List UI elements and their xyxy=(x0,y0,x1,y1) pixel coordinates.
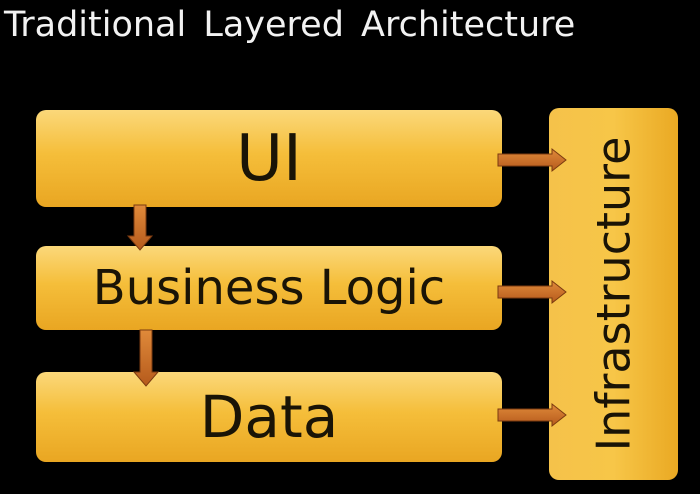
business-logic-layer-label: Business Logic xyxy=(92,260,446,316)
ui-layer-label: UI xyxy=(236,121,302,196)
arrow-ui-to-infrastructure xyxy=(497,147,567,173)
business-logic-layer-box: Business Logic xyxy=(36,246,502,330)
diagram-title: Traditional Layered Architecture xyxy=(4,5,576,45)
arrow-business-logic-to-infrastructure xyxy=(497,279,567,305)
arrow-data-to-infrastructure xyxy=(497,402,567,428)
data-layer-label: Data xyxy=(199,383,339,451)
infrastructure-layer-box: Infrastructure xyxy=(549,108,678,480)
arrow-business-logic-to-data xyxy=(132,329,160,387)
arrow-ui-to-business-logic xyxy=(126,204,154,251)
ui-layer-box: UI xyxy=(36,110,502,207)
data-layer-box: Data xyxy=(36,372,502,462)
